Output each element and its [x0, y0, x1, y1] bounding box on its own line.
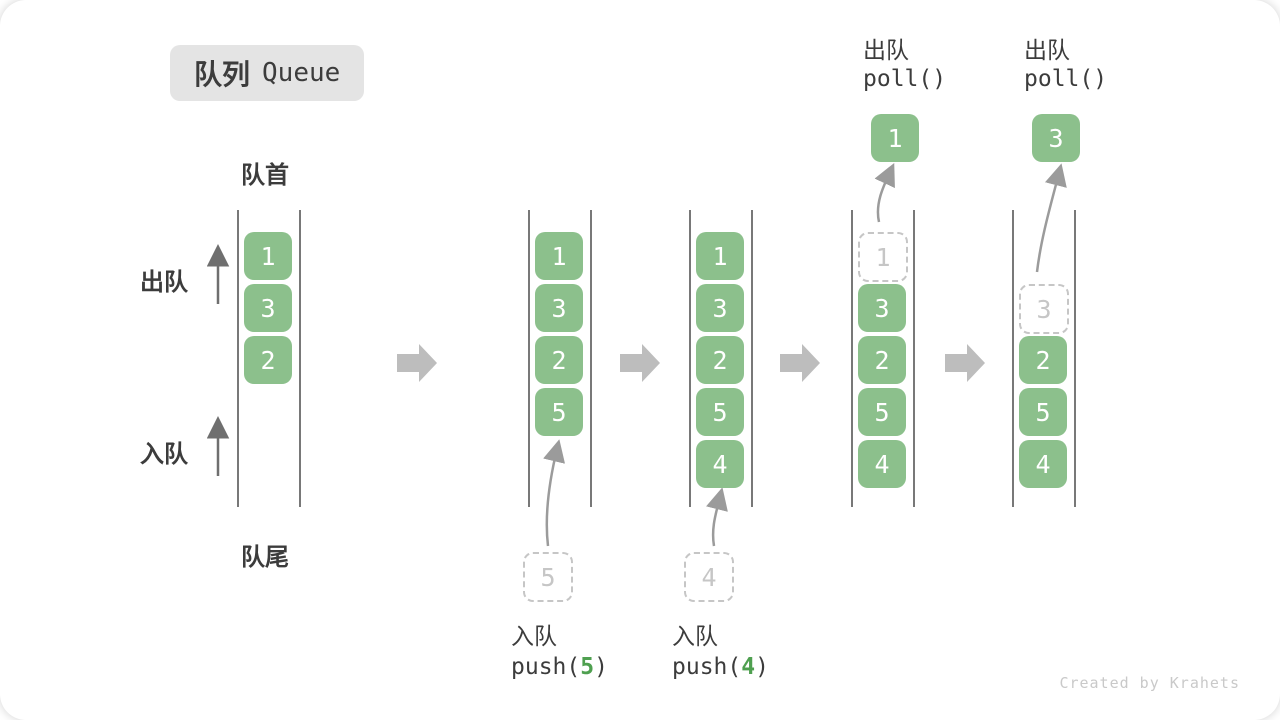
queue-element: 1 [696, 232, 744, 280]
queue-wall-right [751, 210, 753, 507]
queue-element: 2 [696, 336, 744, 384]
code-arg: 4 [741, 654, 756, 680]
queue-rear-label: 队尾 [241, 544, 289, 571]
incoming-element-preview: 5 [523, 552, 573, 602]
title-zh: 队列 [194, 59, 251, 90]
step-arrow-1-icon [397, 344, 437, 382]
push-4-arrow [706, 487, 728, 547]
poll-3-arrow [1035, 163, 1067, 273]
enqueue-op-label: 入队 [511, 623, 557, 649]
dequeue-op-code: poll() [863, 66, 947, 92]
dequeue-op-label: 出队 [863, 37, 909, 63]
queue-element: 3 [696, 284, 744, 332]
queue-element: 1 [244, 232, 292, 280]
watermark: Created by Krahets [1059, 674, 1240, 692]
code-pre: push( [672, 654, 742, 680]
dequeue-op-code: poll() [1024, 66, 1108, 92]
queue-element: 4 [1019, 440, 1067, 488]
queue-wall-right [913, 210, 915, 507]
dequeue-direction-label: 出队 [140, 269, 188, 296]
queue-wall-left [1012, 210, 1014, 507]
code-post: ) [594, 654, 608, 680]
queue-wall-left [851, 210, 853, 507]
push-5-arrow [543, 439, 566, 547]
queue-element: 2 [1019, 336, 1067, 384]
removed-element-placeholder: 1 [858, 232, 908, 282]
enqueue-op-code: push(4) [672, 654, 769, 680]
queue-wall-right [299, 210, 301, 507]
queue-element: 4 [858, 440, 906, 488]
queue-element: 2 [535, 336, 583, 384]
incoming-element-preview: 4 [684, 552, 734, 602]
queue-element: 5 [535, 388, 583, 436]
queue-wall-right [590, 210, 592, 507]
queue-wall-left [528, 210, 530, 507]
step-arrow-3-icon [780, 344, 820, 382]
dequeue-op-label: 出队 [1024, 37, 1070, 63]
queue-element: 1 [535, 232, 583, 280]
code-pre: push( [511, 654, 581, 680]
queue-element: 4 [696, 440, 744, 488]
step-arrow-4-icon [945, 344, 985, 382]
title-badge: 队列 Queue [170, 45, 365, 101]
removed-element-placeholder: 3 [1019, 284, 1069, 334]
enqueue-op-label: 入队 [672, 623, 718, 649]
polled-element: 1 [871, 114, 919, 162]
code-post: ) [755, 654, 769, 680]
queue-element: 2 [244, 336, 292, 384]
polled-element: 3 [1032, 114, 1080, 162]
queue-element: 5 [696, 388, 744, 436]
step-arrow-2-icon [620, 344, 660, 382]
queue-element: 3 [535, 284, 583, 332]
queue-wall-right [1074, 210, 1076, 507]
enqueue-op-code: push(5) [511, 654, 608, 680]
queue-front-label: 队首 [241, 162, 289, 189]
queue-element: 3 [858, 284, 906, 332]
queue-wall-left [237, 210, 239, 507]
queue-element: 5 [858, 388, 906, 436]
title-en: Queue [262, 58, 341, 88]
queue-wall-left [689, 210, 691, 507]
queue-element: 5 [1019, 388, 1067, 436]
enqueue-direction-label: 入队 [140, 441, 188, 468]
queue-element: 2 [858, 336, 906, 384]
queue-element: 3 [244, 284, 292, 332]
code-arg: 5 [580, 654, 595, 680]
poll-1-arrow [874, 162, 895, 223]
